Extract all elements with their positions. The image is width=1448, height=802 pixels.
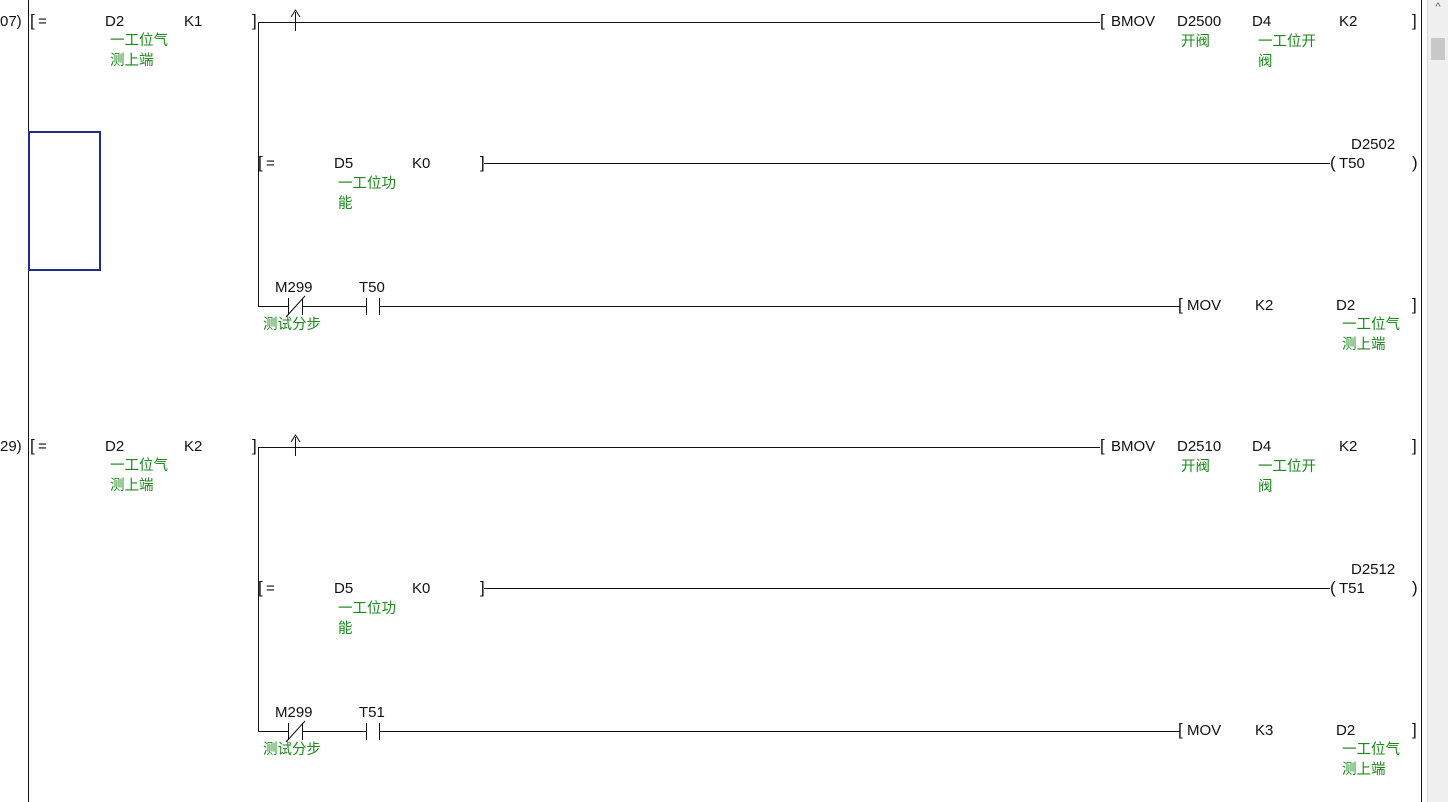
compare-operand-1[interactable]: D5 [334,155,354,172]
mov-source[interactable]: K2 [1255,297,1274,314]
cell-cursor[interactable] [28,131,101,271]
compare-operand-1[interactable]: D2 [105,438,125,455]
instruction-name[interactable]: BMOV [1111,438,1156,455]
contact-no[interactable]: T51 [359,704,385,721]
compare-operator: = [266,580,275,597]
bracket-open: [ [1100,11,1105,30]
bracket-close: ] [1412,720,1417,739]
bracket-open: [ [1100,436,1105,455]
device-comment: 测试分步 [263,317,321,333]
instruction-name[interactable]: MOV [1187,297,1222,314]
compare-operator: = [38,438,47,455]
timer-preset[interactable]: D2502 [1351,136,1396,153]
bracket-open: [ [258,578,263,597]
timer-preset[interactable]: D2512 [1351,561,1396,578]
instruction-operand-3[interactable]: K2 [1339,13,1358,30]
device-comment: 开阀 [1181,34,1210,50]
compare-operand-1[interactable]: D5 [334,580,354,597]
compare-operator: = [38,13,47,30]
step-number: 07) [0,13,22,30]
instruction-operand-3[interactable]: K2 [1339,438,1358,455]
instruction-operand-2[interactable]: D4 [1252,13,1272,30]
device-comment: 一工位开 阀 [1258,459,1316,495]
compare-operand-2[interactable]: K0 [412,580,431,597]
bracket-open: [ [1178,720,1183,739]
bracket-close: ] [480,153,485,172]
device-comment: 一工位开 阀 [1258,34,1316,70]
rung-2-wires [258,434,1330,743]
compare-operator: = [266,155,275,172]
bracket-close: ] [1412,11,1417,30]
coil-open: ( [1330,153,1336,172]
instruction-operand-1[interactable]: D2500 [1177,13,1222,30]
bracket-open: [ [30,11,35,30]
mov-source[interactable]: K3 [1255,722,1274,739]
device-comment: 一工位气 测上端 [110,33,168,69]
device-comment: 一工位功 能 [338,601,396,637]
device-comment: 一工位气 测上端 [110,458,168,494]
bracket-open: [ [30,436,35,455]
contact-nc[interactable]: M299 [275,704,313,721]
device-comment: 一工位功 能 [338,176,396,212]
bracket-close: ] [252,436,257,455]
bracket-close: ] [1412,436,1417,455]
vertical-scrollbar[interactable]: ^ [1427,0,1448,802]
timer-coil[interactable]: T51 [1339,580,1365,597]
scroll-thumb[interactable] [1431,38,1445,60]
contact-no[interactable]: T50 [359,279,385,296]
compare-operand-1[interactable]: D2 [105,13,125,30]
device-comment: 测试分步 [263,742,321,758]
compare-operand-2[interactable]: K1 [184,13,203,30]
device-comment: 一工位气 测上端 [1342,742,1400,778]
compare-operand-2[interactable]: K0 [412,155,431,172]
mov-destination[interactable]: D2 [1336,297,1356,314]
step-number: 29) [0,438,22,455]
instruction-operand-2[interactable]: D4 [1252,438,1272,455]
bracket-close: ] [480,578,485,597]
instruction-name[interactable]: BMOV [1111,13,1156,30]
compare-operand-2[interactable]: K2 [184,438,203,455]
coil-open: ( [1330,578,1336,597]
device-comment: 一工位气 测上端 [1342,317,1400,353]
bracket-close: ] [1412,295,1417,314]
coil-close: ) [1412,578,1418,597]
device-comment: 开阀 [1181,459,1210,475]
bracket-open: [ [1178,295,1183,314]
coil-close: ) [1412,153,1418,172]
bracket-close: ] [252,11,257,30]
timer-coil[interactable]: T50 [1339,155,1365,172]
scroll-up-arrow-icon[interactable]: ^ [1435,1,1441,13]
instruction-name[interactable]: MOV [1187,722,1222,739]
mov-destination[interactable]: D2 [1336,722,1356,739]
instruction-operand-1[interactable]: D2510 [1177,438,1222,455]
rung-1-wires [258,9,1330,318]
bracket-open: [ [258,153,263,172]
contact-nc[interactable]: M299 [275,279,313,296]
